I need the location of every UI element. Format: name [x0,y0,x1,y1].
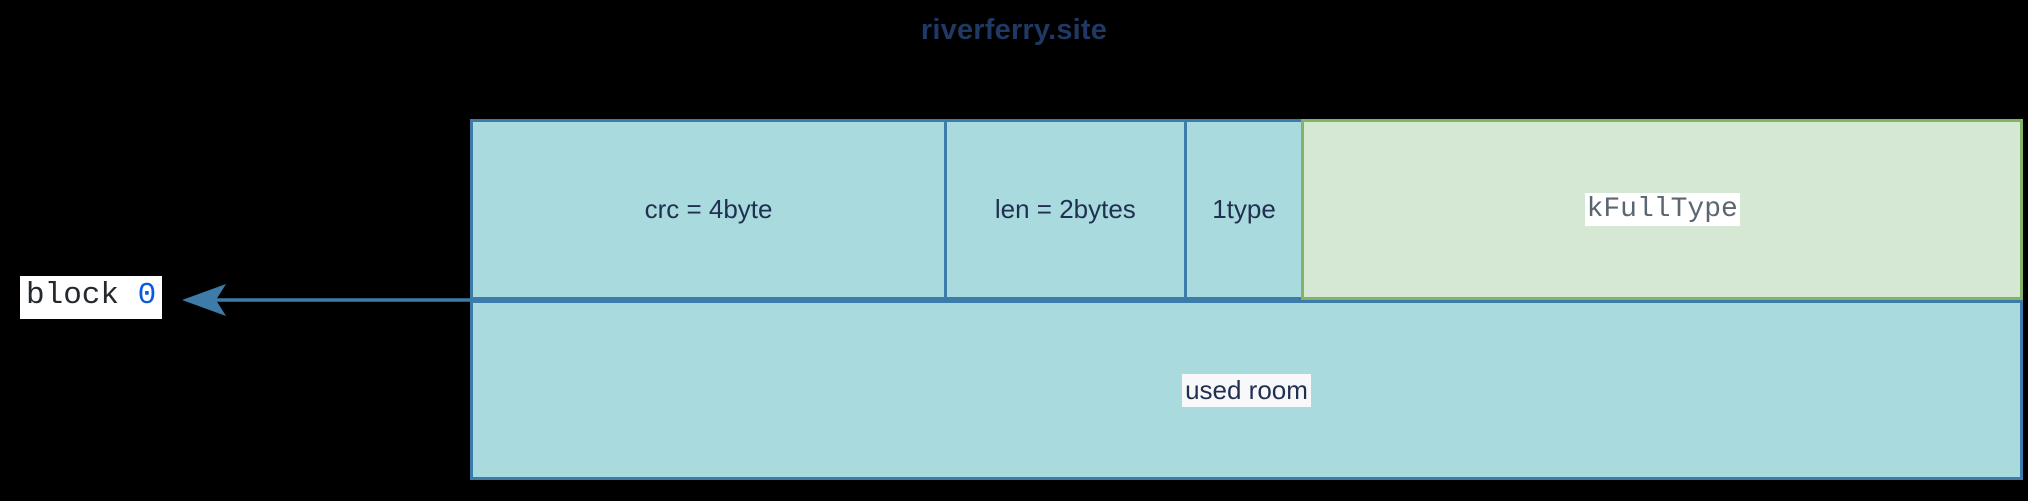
field-label-type-size: 1type [1212,194,1276,224]
field-cell-record-type: kFullType [1301,119,2023,300]
field-cell-crc: crc = 4byte [470,119,948,300]
field-cell-len: len = 2bytes [944,119,1187,300]
field-label-record-type: kFullType [1584,193,1740,226]
diagram-body-row: used room [470,300,2023,480]
field-label-len: len = 2bytes [994,194,1136,224]
block-label: block 0 [20,276,163,319]
block-label-index: 0 [137,278,157,313]
page-title: riverferry.site [920,14,1108,46]
block-diagram: crc = 4byte len = 2bytes 1type kFullType… [470,119,2023,480]
field-cell-type-size: 1type [1183,119,1305,300]
block-label-keyword: block [26,278,138,313]
arrow-head [182,284,226,316]
field-label-crc: crc = 4byte [644,194,773,224]
diagram-header-row: crc = 4byte len = 2bytes 1type kFullType [470,119,2023,300]
field-label-used-room: used room [1182,373,1311,407]
arrow-left-icon [182,284,480,316]
field-cell-used-room: used room [470,300,2023,480]
